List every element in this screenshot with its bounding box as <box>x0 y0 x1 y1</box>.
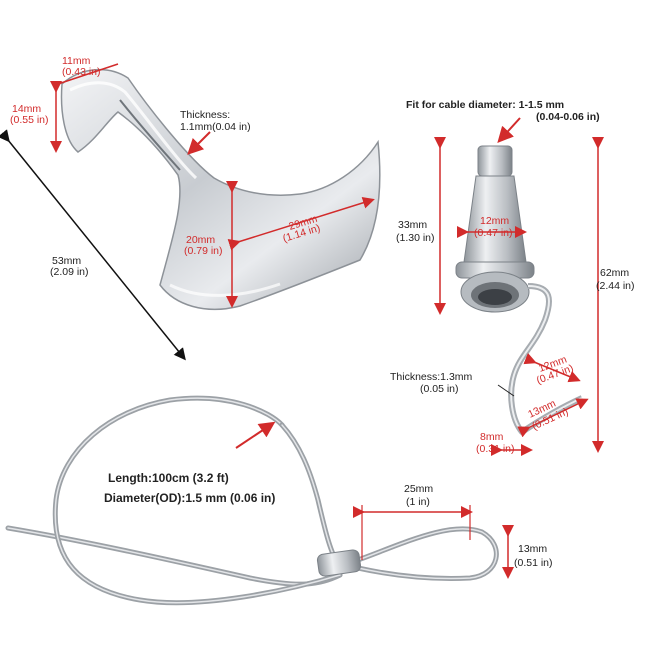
cable-diameter: Diameter(OD):1.5 mm (0.06 in) <box>104 491 275 505</box>
hook-height-in: (0.55 in) <box>10 114 49 126</box>
hook-width-in: (0.43 in) <box>62 66 101 78</box>
dim-line-hook-lip <box>227 196 375 251</box>
dim-line-hook-len <box>517 398 589 438</box>
gripper-body-h-mm: 33mm <box>398 219 427 231</box>
gripper-hook-tip-mm: 8mm <box>480 431 504 443</box>
dim-line-hook-diagonal <box>0 129 186 361</box>
thickness-pointer-hook <box>187 131 211 155</box>
loop-width-in: (1 in) <box>406 496 430 508</box>
thickness-pointer-gripper <box>497 384 515 397</box>
cable-ferrule <box>316 549 362 577</box>
hook-height-mm: 14mm <box>12 103 41 115</box>
gripper-hook-tip-in: (0.31 in) <box>476 443 515 455</box>
length-pointer <box>235 421 276 449</box>
hook-diag-in: (2.09 in) <box>50 266 89 278</box>
gripper-thickness-in: (0.05 in) <box>420 383 459 395</box>
gripper-body-w-in: (0.47 in) <box>474 227 513 239</box>
hook-depth-mm: 20mm <box>186 234 215 246</box>
picture-hook-image <box>60 68 381 310</box>
fit-pointer <box>497 117 521 143</box>
gripper-fit-in: (0.04-0.06 in) <box>536 111 600 123</box>
cable-gripper-image <box>455 145 584 435</box>
steel-cable-image <box>5 395 499 606</box>
hook-thickness-label: Thickness: <box>180 109 230 121</box>
gripper-body-w-mm: 12mm <box>480 215 509 227</box>
loop-width-mm: 25mm <box>404 483 433 495</box>
gripper-thickness-label: Thickness:1.3mm <box>390 371 473 383</box>
gripper-body-h-in: (1.30 in) <box>396 232 435 244</box>
hook-depth-in: (0.79 in) <box>184 245 223 257</box>
dim-line-hook-width <box>57 63 119 85</box>
gripper-total-h-mm: 62mm <box>600 267 629 279</box>
cable-length: Length:100cm (3.2 ft) <box>108 471 229 485</box>
dim-line-hook-width-g <box>523 353 581 383</box>
loop-height-in: (0.51 in) <box>514 557 553 569</box>
hook-thickness-value: 1.1mm(0.04 in) <box>180 121 251 133</box>
gripper-fit-label: Fit for cable diameter: 1-1.5 mm <box>406 99 564 111</box>
loop-height-mm: 13mm <box>518 543 547 555</box>
gripper-total-h-in: (2.44 in) <box>596 280 635 292</box>
hook-width-mm: 11mm <box>62 55 91 67</box>
hook-diag-mm: 53mm <box>52 255 81 267</box>
